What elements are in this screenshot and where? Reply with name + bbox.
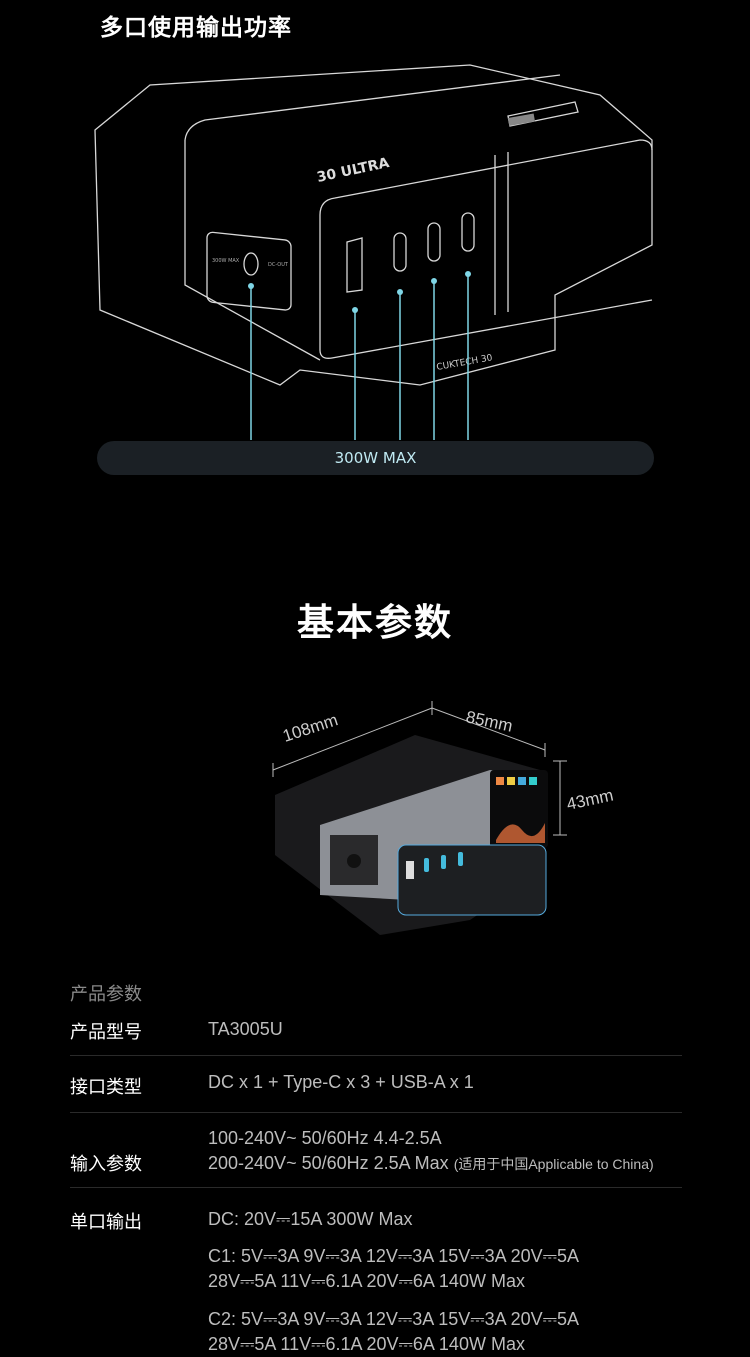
divider bbox=[70, 1055, 682, 1056]
spec-value-output-dc: DC: 20V⎓15A 300W Max bbox=[208, 1209, 413, 1229]
spec-label-output: 单口输出 bbox=[70, 1212, 142, 1233]
spec-value-model: TA3005U bbox=[208, 1019, 283, 1039]
dimension-height: 43mm bbox=[565, 786, 615, 814]
brand-text: CUKTECH 30 bbox=[436, 353, 494, 373]
divider bbox=[70, 1112, 682, 1113]
outline-body bbox=[94, 64, 653, 386]
outline-top bbox=[184, 74, 561, 141]
specs-heading: 产品参数 bbox=[70, 984, 142, 1005]
spec-label-ports: 接口类型 bbox=[70, 1077, 142, 1098]
dc-label: 300W MAX bbox=[212, 258, 240, 264]
dimension-length: 108mm bbox=[280, 710, 340, 746]
spec-value-output-c1b: 28V⎓5A 11V⎓6.1A 20V⎓6A 140W Max bbox=[208, 1271, 525, 1291]
charger-line-drawing: 30 ULTRA CUKTECH 30 300W MAX DC-OUT bbox=[94, 64, 653, 440]
divider bbox=[70, 1187, 682, 1188]
product-image: 108mm 85mm 43mm bbox=[272, 701, 615, 935]
section-title-basic-params: 基本参数 bbox=[297, 601, 453, 644]
spec-value-output-c2b: 28V⎓5A 11V⎓6.1A 20V⎓6A 140W Max bbox=[208, 1334, 525, 1354]
spec-value-ports: DC x 1 + Type-C x 3 + USB-A x 1 bbox=[208, 1072, 474, 1092]
section-title-multiport-output: 多口使用输出功率 bbox=[100, 15, 292, 41]
input-line-2: 200-240V~ 50/60Hz 2.5A Max bbox=[208, 1153, 449, 1173]
spec-value-input-2: 200-240V~ 50/60Hz 2.5A Max (适用于中国Applica… bbox=[208, 1151, 654, 1177]
input-note: (适用于中国Applicable to China) bbox=[453, 1156, 654, 1172]
spec-label-input: 输入参数 bbox=[70, 1154, 142, 1175]
dimension-width: 85mm bbox=[464, 707, 514, 735]
spec-value-output-c1a: C1: 5V⎓3A 9V⎓3A 12V⎓3A 15V⎓3A 20V⎓5A bbox=[208, 1246, 580, 1266]
dc-out-label: DC-OUT bbox=[268, 262, 289, 268]
port-connector-lines bbox=[248, 271, 471, 440]
spec-label-model: 产品型号 bbox=[70, 1022, 142, 1043]
spec-value-input-1: 100-240V~ 50/60Hz 4.4-2.5A bbox=[208, 1128, 442, 1148]
logo-text: 30 ULTRA bbox=[316, 155, 391, 186]
spec-value-output-c2a: C2: 5V⎓3A 9V⎓3A 12V⎓3A 15V⎓3A 20V⎓5A bbox=[208, 1309, 580, 1329]
total-output-label: 300W MAX bbox=[334, 449, 417, 467]
total-output-badge: 300W MAX bbox=[97, 441, 654, 475]
